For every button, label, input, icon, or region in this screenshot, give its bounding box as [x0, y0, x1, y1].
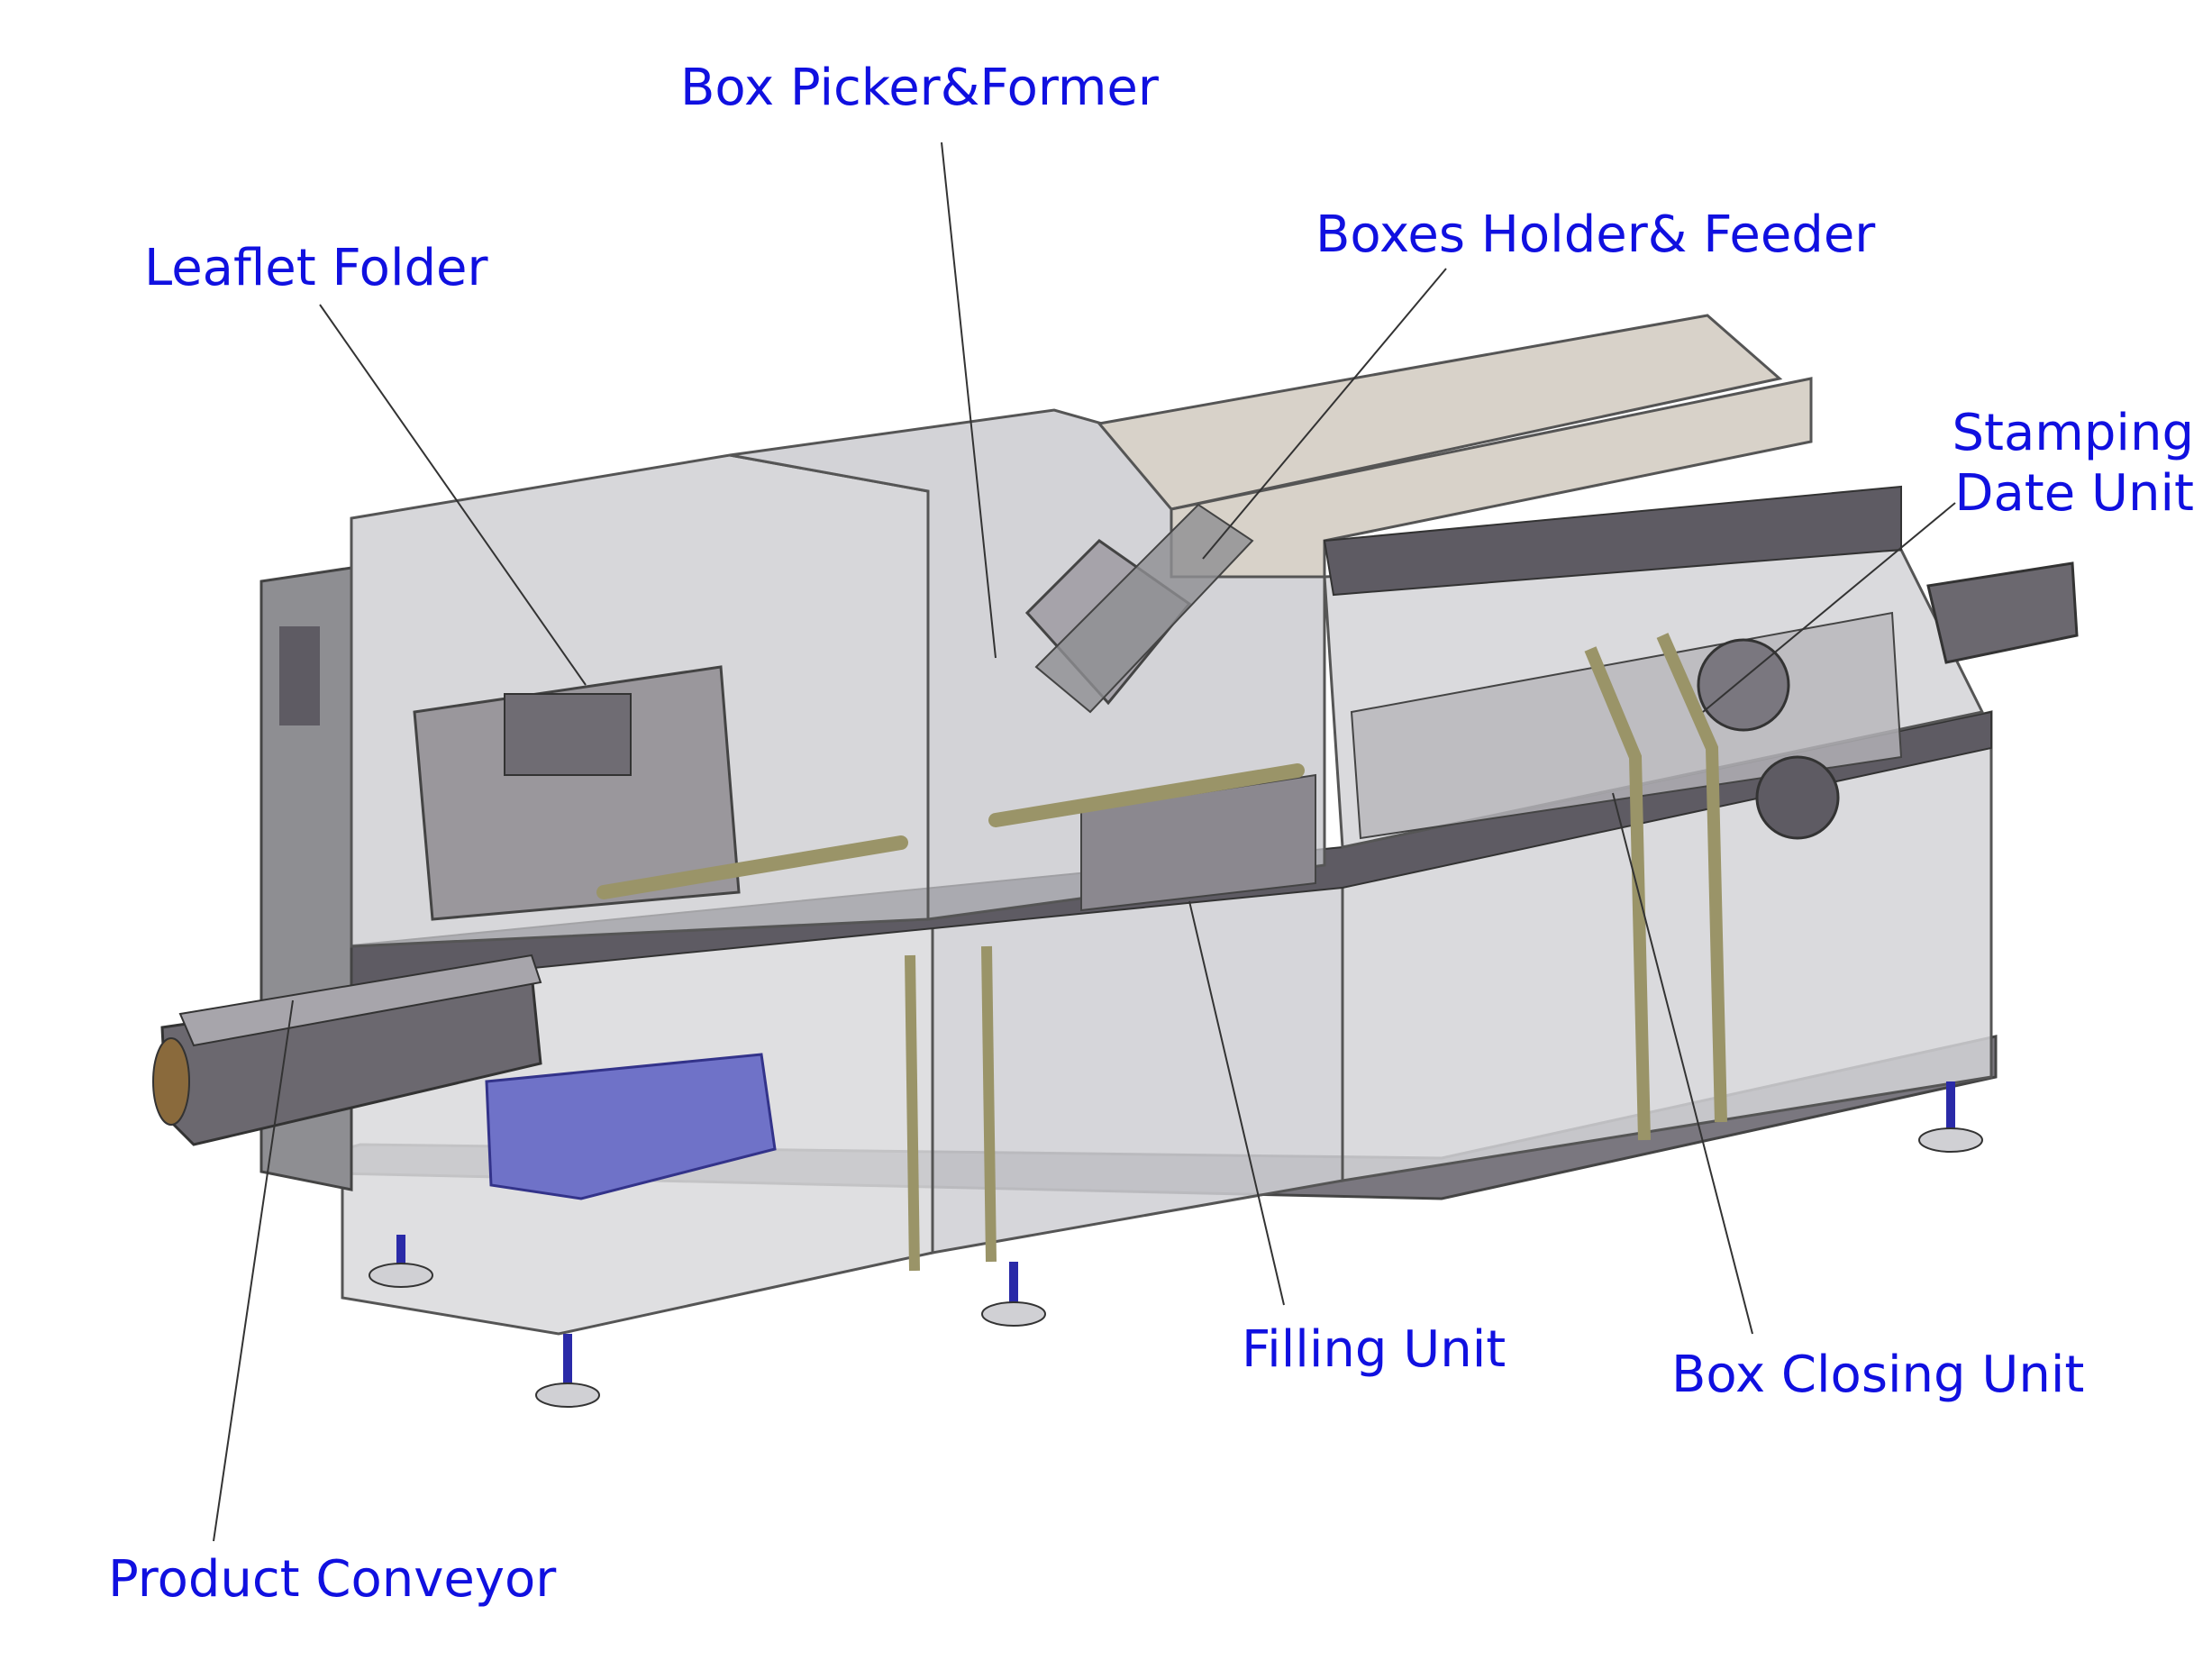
leaflet-folder-block — [504, 693, 632, 776]
label-box-picker-former: Box Picker&Former — [680, 59, 1159, 117]
leader-line-leaflet-folder — [319, 304, 587, 686]
leader-line-filling-unit — [1188, 900, 1285, 1306]
box-picker-chute — [1034, 503, 1254, 714]
leader-line-boxes-holder-feeder — [1202, 268, 1447, 560]
label-filling-unit: Filling Unit — [1242, 1320, 1507, 1379]
stamping-wheel — [1755, 755, 1840, 840]
leader-line-product-conveyor — [213, 999, 294, 1542]
left-panel-window — [279, 626, 320, 725]
label-product-conveyor: Product Conveyor — [108, 1550, 557, 1609]
machine-illustration — [152, 314, 2079, 1408]
label-leaflet-folder: Leaflet Folder — [144, 239, 488, 297]
machine-feet — [369, 1081, 1983, 1408]
label-box-closing-unit: Box Closing Unit — [1671, 1346, 2085, 1404]
closing-wheel — [1697, 638, 1790, 732]
product-conveyor-roller — [152, 1037, 190, 1126]
leader-line-box-closing-unit — [1612, 792, 1753, 1335]
output-conveyor — [1926, 561, 2079, 664]
leader-line-box-picker-former — [941, 141, 997, 659]
boxes-holder-dark-bar — [1323, 485, 1902, 597]
product-conveyor-top — [178, 954, 542, 1047]
leader-lines — [213, 141, 1956, 1542]
leader-line-stamping-date-unit — [1702, 502, 1956, 713]
brass-rod — [1656, 633, 1727, 1123]
brass-rod — [905, 954, 920, 1272]
label-stamping-line2: Date Unit — [1954, 464, 2194, 523]
blue-electrical-box — [485, 1053, 777, 1200]
boxes-holder-top-panel — [1097, 314, 1783, 511]
label-boxes-holder-feeder: Boxes Holder& Feeder — [1315, 205, 1876, 264]
brass-rod — [1584, 646, 1651, 1141]
brass-rod — [981, 945, 997, 1263]
brass-rod — [596, 835, 908, 899]
leaflet-folder-mechanism — [413, 665, 741, 921]
label-stamping-line1: Stamping — [1952, 404, 2194, 462]
brass-rod — [988, 763, 1305, 827]
